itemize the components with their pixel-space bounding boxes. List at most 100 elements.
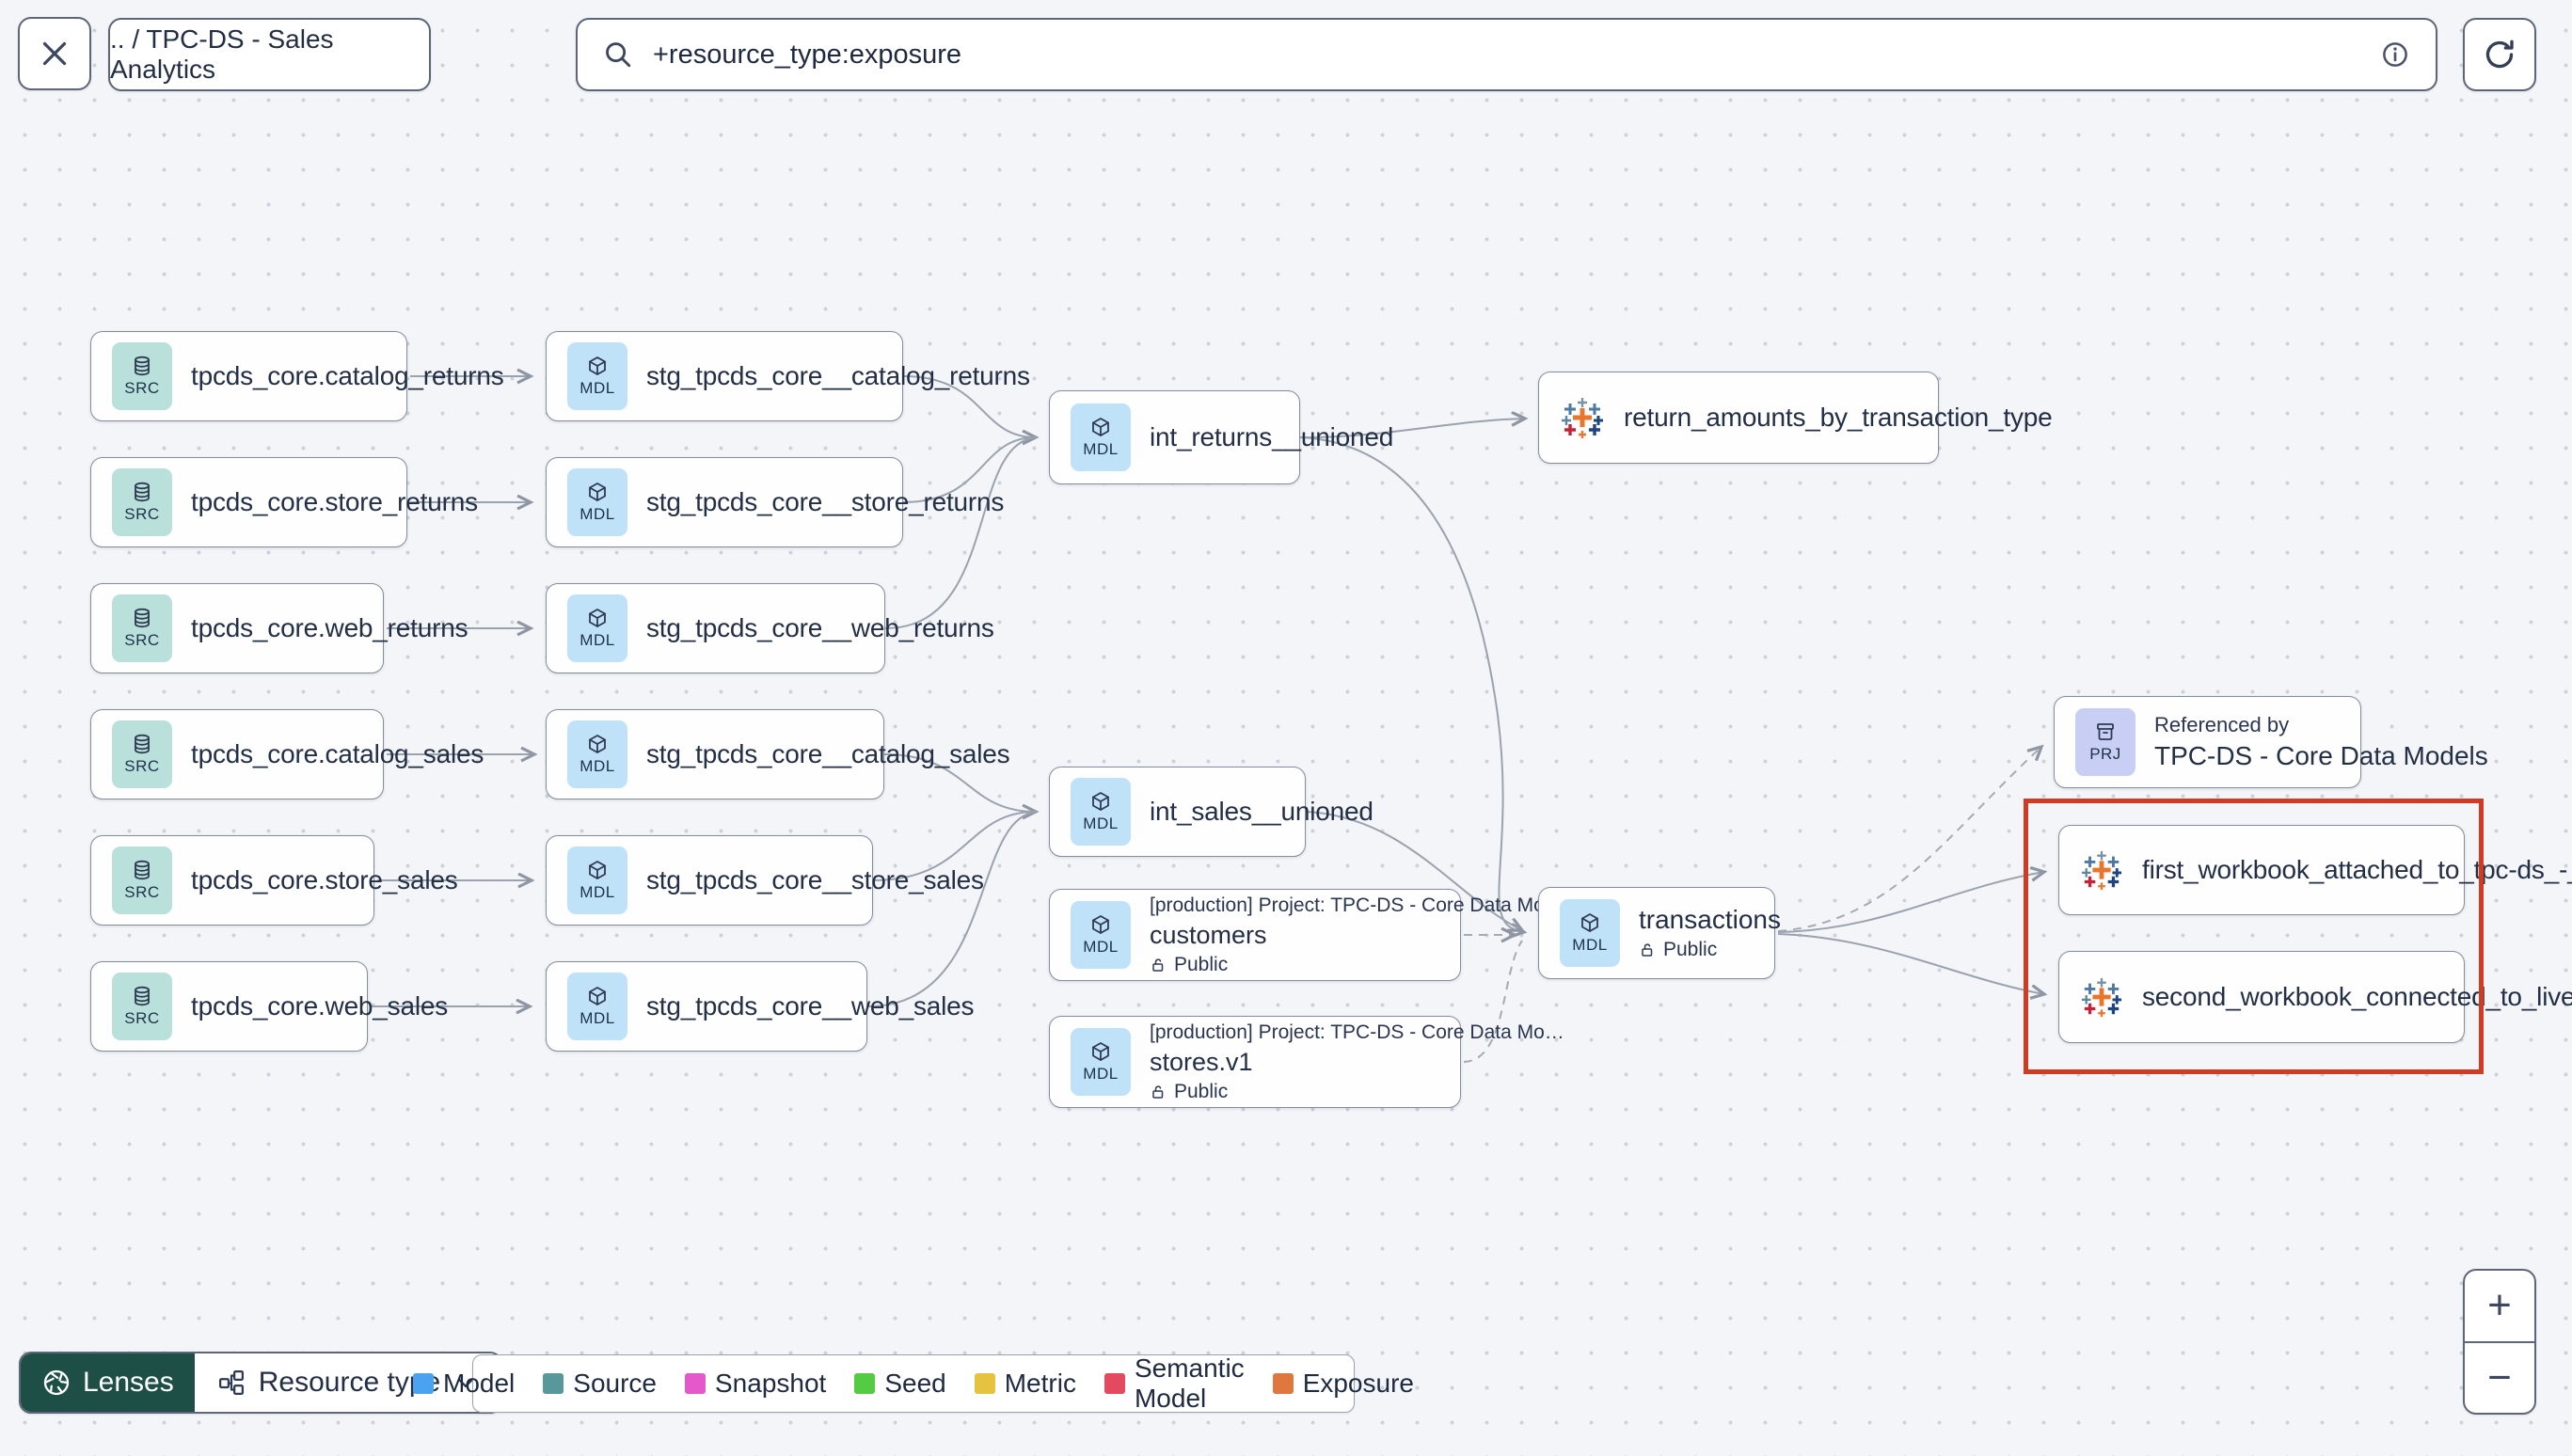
node-label: int_returns__unioned: [1150, 422, 1394, 451]
lens-controls: Lenses Resource type: [19, 1352, 503, 1414]
access-line: Public: [1639, 939, 1754, 961]
cube-icon: [589, 483, 606, 501]
node-label: tpcds_core.web_returns: [191, 613, 468, 642]
model-badge: MDL: [567, 973, 627, 1040]
legend-label: Snapshot: [715, 1369, 827, 1398]
model-badge: MDL: [1071, 901, 1131, 969]
model-badge: MDL: [567, 720, 627, 788]
node-transactions[interactable]: MDL transactions Public: [1538, 887, 1781, 979]
source-badge: SRC: [112, 594, 172, 662]
search-bar[interactable]: [576, 18, 2437, 91]
node-exposure-second-workbook[interactable]: second_workbook_connected_to_live…: [2058, 951, 2572, 1043]
tableau-icon: [2081, 977, 2122, 1018]
node-label: tpcds_core.catalog_sales: [191, 739, 484, 768]
aperture-icon: [43, 1369, 70, 1396]
legend-label: Exposure: [1302, 1369, 1414, 1398]
node-label: stg_tpcds_core__catalog_returns: [646, 361, 1030, 390]
badge-label: SRC: [124, 505, 160, 523]
node-label: tpcds_core.store_sales: [191, 865, 458, 894]
resource-type-dropdown[interactable]: Resource type: [194, 1353, 501, 1412]
node-label: transactions: [1639, 905, 1781, 934]
node-source-web-returns[interactable]: SRC tpcds_core.web_returns: [90, 583, 468, 673]
cube-icon: [589, 987, 606, 1005]
project-line: [production] Project: TPC-DS - Core Data…: [1150, 894, 1564, 916]
info-icon[interactable]: [2379, 39, 2411, 71]
node-stg-catalog-sales[interactable]: MDL stg_tpcds_core__catalog_sales: [546, 709, 1010, 799]
node-int-returns-unioned[interactable]: MDL int_returns__unioned: [1049, 390, 1393, 484]
cube-icon: [589, 861, 606, 879]
badge-label: SRC: [124, 757, 160, 775]
badge-label: SRC: [124, 379, 160, 397]
node-exposure-first-workbook[interactable]: first_workbook_attached_to_tpc-ds_-_…: [2058, 825, 2572, 915]
database-icon: [135, 734, 150, 754]
node-source-store-sales[interactable]: SRC tpcds_core.store_sales: [90, 835, 458, 926]
node-label: TPC-DS - Core Data Models: [2154, 741, 2488, 770]
tableau-icon: [1562, 398, 1603, 438]
model-badge: MDL: [1560, 899, 1620, 967]
node-stg-store-returns[interactable]: MDL stg_tpcds_core__store_returns: [546, 457, 1004, 547]
zoom-controls: + −: [2463, 1269, 2536, 1415]
source-badge: SRC: [112, 468, 172, 536]
access-label: Public: [1663, 939, 1718, 960]
cube-icon: [1092, 792, 1109, 811]
node-label: stores.v1: [1150, 1047, 1253, 1076]
cube-icon: [1581, 913, 1598, 932]
legend-swatch: [974, 1373, 995, 1394]
database-icon: [135, 986, 150, 1006]
node-source-catalog-sales[interactable]: SRC tpcds_core.catalog_sales: [90, 709, 484, 799]
node-stores-v1[interactable]: MDL [production] Project: TPC-DS - Core …: [1049, 1016, 1564, 1108]
node-stg-catalog-returns[interactable]: MDL stg_tpcds_core__catalog_returns: [546, 331, 1030, 421]
source-badge: SRC: [112, 847, 172, 914]
legend-label: Metric: [1004, 1369, 1076, 1398]
node-source-store-returns[interactable]: SRC tpcds_core.store_returns: [90, 457, 478, 547]
project-line: [production] Project: TPC-DS - Core Data…: [1150, 1021, 1564, 1043]
node-stg-web-sales[interactable]: MDL stg_tpcds_core__web_sales: [546, 961, 975, 1052]
node-stg-store-sales[interactable]: MDL stg_tpcds_core__store_sales: [546, 835, 984, 926]
lenses-label: Lenses: [83, 1367, 174, 1398]
node-source-catalog-returns[interactable]: SRC tpcds_core.catalog_returns: [90, 331, 504, 421]
zoom-out-button[interactable]: −: [2487, 1353, 2512, 1401]
model-badge: MDL: [1071, 1028, 1131, 1096]
access-label: Public: [1174, 1080, 1229, 1102]
legend-label: Source: [573, 1369, 657, 1398]
node-int-sales-unioned[interactable]: MDL int_sales__unioned: [1049, 767, 1373, 857]
badge-label: MDL: [579, 505, 615, 523]
search-icon: [606, 42, 631, 68]
badge-label: MDL: [579, 883, 615, 901]
source-badge: SRC: [112, 973, 172, 1040]
archive-box-icon: [2097, 723, 2114, 740]
database-icon: [135, 860, 150, 880]
tableau-icon: [2081, 850, 2122, 891]
legend-item-exposure: Exposure: [1272, 1369, 1414, 1399]
legend-swatch: [413, 1373, 435, 1394]
legend-swatch: [854, 1373, 876, 1394]
node-label: int_sales__unioned: [1150, 797, 1373, 826]
badge-label: MDL: [579, 379, 615, 397]
refresh-button[interactable]: [2463, 18, 2536, 91]
node-stg-web-returns[interactable]: MDL stg_tpcds_core__web_returns: [546, 583, 994, 673]
badge-label: MDL: [1572, 936, 1608, 954]
badge-label: SRC: [124, 883, 160, 901]
zoom-in-button[interactable]: +: [2465, 1271, 2534, 1343]
node-referenced-by-project[interactable]: PRJ Referenced by TPC-DS - Core Data Mod…: [2054, 696, 2488, 788]
node-source-web-sales[interactable]: SRC tpcds_core.web_sales: [90, 961, 448, 1052]
close-button[interactable]: [18, 17, 91, 90]
badge-label: MDL: [579, 757, 615, 775]
lenses-button[interactable]: Lenses: [21, 1353, 195, 1412]
badge-label: MDL: [579, 1009, 615, 1027]
database-icon: [135, 608, 150, 628]
breadcrumb[interactable]: .. / TPC-DS - Sales Analytics: [108, 18, 431, 91]
node-label: stg_tpcds_core__store_sales: [646, 865, 984, 894]
legend-label: Seed: [884, 1369, 946, 1398]
lock-open-icon: [1152, 957, 1164, 972]
node-label: return_amounts_by_transaction_type: [1624, 403, 2053, 432]
resource-type-label: Resource type: [258, 1367, 441, 1398]
node-label: stg_tpcds_core__web_returns: [646, 613, 994, 642]
node-exposure-return-amounts[interactable]: return_amounts_by_transaction_type: [1538, 372, 2053, 464]
badge-label: MDL: [1083, 815, 1119, 832]
badge-label: MDL: [1083, 1065, 1119, 1083]
search-input[interactable]: [651, 38, 2362, 71]
node-customers[interactable]: MDL [production] Project: TPC-DS - Core …: [1049, 889, 1564, 981]
node-label: stg_tpcds_core__catalog_sales: [646, 739, 1010, 768]
node-label: first_workbook_attached_to_tpc-ds_-_…: [2142, 855, 2572, 884]
